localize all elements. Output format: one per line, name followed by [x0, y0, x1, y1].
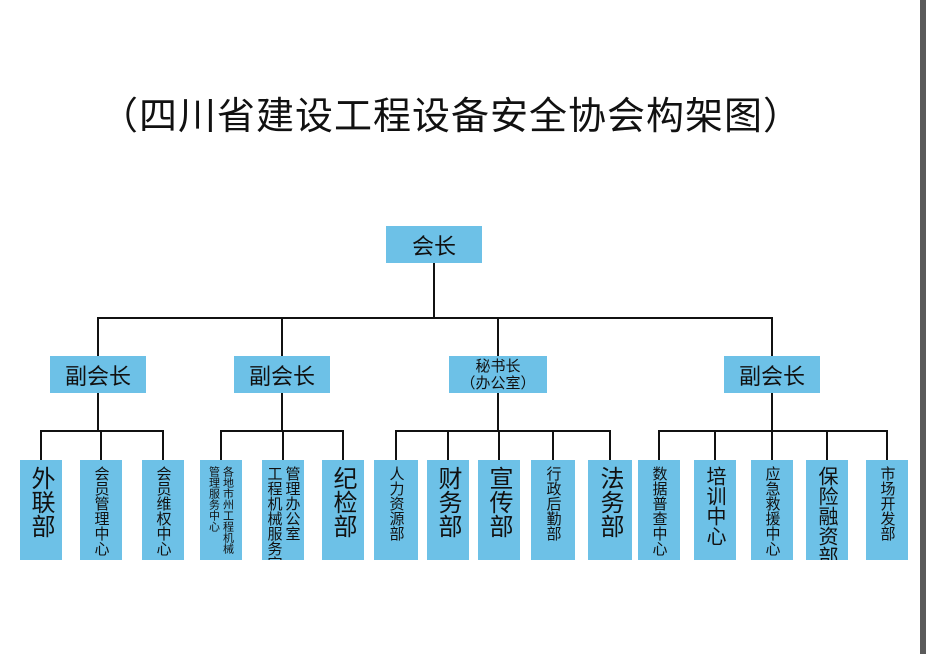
group-0-drop [97, 317, 99, 357]
department-label: 财务部 [434, 466, 462, 538]
group-2-dept-2-drop [498, 430, 500, 460]
group-3-dept-4-drop [886, 430, 888, 460]
department-label: 管理办公室 [283, 466, 302, 541]
department-box: 市场开发部 [866, 460, 908, 560]
group-3-dept-3-drop [826, 430, 828, 460]
department-box: 会员管理中心 [80, 460, 122, 560]
group-1-drop [281, 317, 283, 357]
department-label: 培训中心 [703, 466, 727, 546]
group-3-drop [771, 317, 773, 357]
department-box: 应急救援中心 [751, 460, 793, 560]
department-box: 会员维权中心 [142, 460, 184, 560]
group-2-box: 秘书长（办公室） [449, 356, 547, 393]
department-label: 管理服务中心 [207, 466, 221, 532]
trunk-line [433, 263, 435, 318]
department-box: 数据普查中心 [638, 460, 680, 560]
group-3-box: 副会长 [724, 356, 820, 393]
group-1-dept-0-drop [220, 430, 222, 460]
group-2-drop [497, 317, 499, 357]
department-label: 会员维权中心 [154, 466, 173, 556]
group-0-dept-2-drop [162, 430, 164, 460]
page-edge-bar [920, 0, 926, 654]
department-label: 纪检部 [329, 466, 357, 538]
department-box: 法务部 [588, 460, 632, 560]
department-label: 法务部 [596, 466, 624, 538]
group-3-dept-connector [658, 430, 888, 432]
president-box: 会长 [386, 226, 482, 263]
group-1-box: 副会长 [234, 356, 330, 393]
department-box: 保险融资部 [806, 460, 848, 560]
group-2-dept-4-drop [609, 430, 611, 460]
department-label: 人力资源部 [387, 466, 406, 541]
department-label: 应急救援中心 [763, 466, 782, 556]
group-2-stem [497, 393, 499, 430]
department-label: 各地市州工程机械 [221, 466, 235, 554]
department-label: 外联部 [27, 466, 55, 538]
department-box: 管理办公室工程机械服务室 [262, 460, 304, 560]
department-label: 宣传部 [485, 466, 513, 538]
group-1-stem [281, 393, 283, 430]
department-box: 行政后勤部 [531, 460, 575, 560]
group-1-label: 副会长 [248, 364, 315, 390]
department-box: 培训中心 [694, 460, 736, 560]
group-0-box: 副会长 [50, 356, 146, 393]
group-1-dept-2-drop [342, 430, 344, 460]
department-box: 外联部 [20, 460, 62, 560]
group-3-dept-0-drop [658, 430, 660, 460]
group-0-dept-0-drop [40, 430, 42, 460]
department-label: 行政后勤部 [544, 466, 563, 541]
group-3-stem [771, 393, 773, 430]
department-box: 人力资源部 [374, 460, 418, 560]
department-box: 财务部 [427, 460, 469, 560]
group-0-dept-connector [40, 430, 164, 432]
department-label: 会员管理中心 [92, 466, 111, 556]
group-3-dept-1-drop [714, 430, 716, 460]
department-label: 数据普查中心 [650, 466, 669, 556]
group-2-dept-1-drop [447, 430, 449, 460]
group-0-stem [97, 393, 99, 430]
group-1-dept-1-drop [282, 430, 284, 460]
group-0-dept-1-drop [100, 430, 102, 460]
chart-title: （四川省建设工程设备安全协会构架图） [100, 94, 803, 138]
group-0-label: 副会长 [64, 364, 131, 390]
president-label: 会长 [411, 234, 456, 260]
group-2-sublabel: （办公室） [460, 373, 536, 392]
department-box: 宣传部 [478, 460, 520, 560]
group-2-dept-3-drop [552, 430, 554, 460]
department-label: 工程机械服务室 [265, 466, 284, 560]
department-box: 各地市州工程机械管理服务中心 [200, 460, 242, 560]
group-2-label: 秘书长 [475, 356, 521, 375]
group-2-dept-connector [395, 430, 611, 432]
department-label: 保险融资部 [815, 466, 839, 560]
group-3-label: 副会长 [738, 364, 805, 390]
level1-connector [97, 317, 773, 319]
group-2-dept-0-drop [395, 430, 397, 460]
group-3-dept-2-drop [771, 430, 773, 460]
department-box: 纪检部 [322, 460, 364, 560]
department-label: 市场开发部 [878, 466, 897, 541]
